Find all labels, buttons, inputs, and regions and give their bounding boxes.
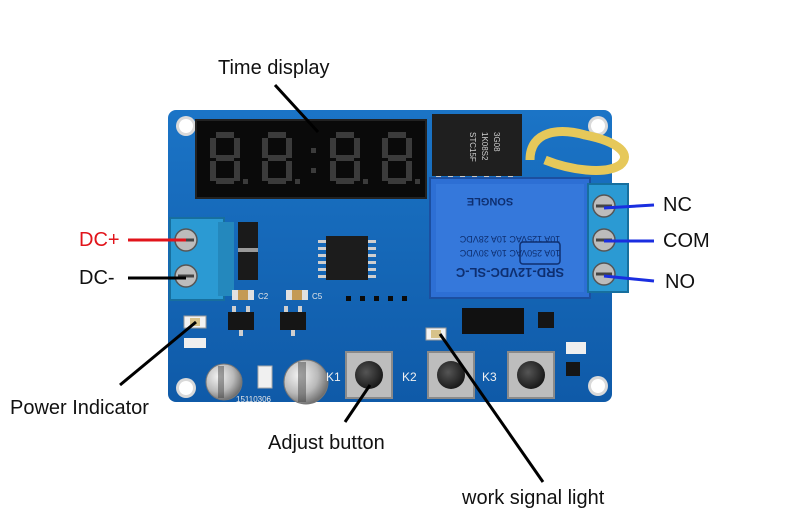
smd-diode (566, 362, 580, 376)
smd-capacitors (232, 290, 308, 300)
power-terminal-block (169, 217, 234, 301)
power-indicator-label: Power Indicator (10, 397, 149, 419)
digit-segment (286, 161, 292, 181)
digit-segment (354, 161, 360, 181)
digit-segment (210, 161, 216, 181)
digit-segment (382, 161, 388, 181)
diode-band (238, 248, 258, 252)
seven-segment-display (195, 119, 427, 199)
display-colon (311, 148, 316, 153)
button-k1[interactable] (345, 351, 393, 399)
smd-resistor-2 (257, 365, 273, 389)
digit-segment (388, 178, 406, 184)
transistors (228, 312, 306, 330)
transistor-driver (462, 308, 524, 334)
display-digits (210, 132, 420, 184)
relay-rating-2: 10A 125VAC 10A 28VDC (459, 234, 560, 244)
digit-segment (216, 155, 234, 161)
digit-segment (268, 178, 286, 184)
display-digit (262, 132, 300, 184)
serial-number: 15110306 (236, 395, 272, 404)
digit-segment (388, 155, 406, 161)
no-label: NO (665, 271, 695, 293)
no-leader (603, 274, 655, 283)
relay: SRD-12VDC-SL-C 10A 250VAC 10A 30VDC 10A … (429, 177, 591, 299)
work-signal-leader (438, 333, 545, 483)
display-colon (311, 168, 316, 173)
digit-dot (363, 179, 368, 184)
c2-label: C2 (258, 292, 269, 301)
digit-dot (295, 179, 300, 184)
chip-marking-2: 1K08S2 (480, 132, 489, 161)
smd-transistor (538, 312, 554, 328)
dc-minus-label: DC- (79, 267, 115, 289)
work-signal-light-label: work signal light (462, 487, 605, 509)
digit-segment (216, 178, 234, 184)
button-k2[interactable] (427, 351, 475, 399)
dc-plus-label: DC+ (79, 229, 120, 251)
digit-segment (286, 138, 292, 158)
power-indicator-leader (119, 320, 197, 387)
c5-label: C5 (312, 292, 323, 301)
digit-segment (382, 138, 388, 158)
digit-segment (336, 132, 354, 138)
relay-rating-1: 10A 250VAC 10A 30VDC (459, 248, 560, 258)
nc-leader (603, 203, 655, 210)
relay-brand: SONGLE (467, 195, 513, 207)
digit-dot (415, 179, 420, 184)
digit-segment (268, 132, 286, 138)
display-digit (382, 132, 420, 184)
electrolytic-capacitors (205, 359, 329, 405)
digit-segment (354, 138, 360, 158)
time-display-label: Time display (218, 57, 330, 79)
digit-segment (268, 155, 286, 161)
k2-label: K2 (402, 370, 417, 384)
display-digit (210, 132, 248, 184)
mounting-holes (176, 116, 608, 398)
digit-segment (262, 161, 268, 181)
relay-logo-mark (519, 241, 561, 265)
adjust-button-leader (343, 384, 372, 423)
digit-segment (406, 138, 412, 158)
relay-model: SRD-12VDC-SL-C (455, 265, 564, 280)
digit-segment (210, 138, 216, 158)
k1-label: K1 (326, 370, 341, 384)
microcontroller (318, 236, 376, 280)
digit-segment (388, 132, 406, 138)
digit-segment (330, 138, 336, 158)
digit-segment (336, 155, 354, 161)
adjust-button-label: Adjust button (268, 432, 385, 454)
digit-segment (330, 161, 336, 181)
yellow-wire (525, 127, 629, 175)
digit-dot (243, 179, 248, 184)
digit-segment (262, 138, 268, 158)
chip-marking-1: STC15F (468, 132, 477, 162)
power-led-resistor (184, 338, 206, 348)
button-k3[interactable] (507, 351, 555, 399)
digit-segment (336, 178, 354, 184)
digit-segment (234, 138, 240, 158)
header-pads (346, 296, 407, 301)
digit-segment (406, 161, 412, 181)
digit-segment (234, 161, 240, 181)
smd-resistor (566, 342, 586, 354)
digit-segment (216, 132, 234, 138)
time-display-leader (273, 83, 320, 134)
eeprom-chip (432, 114, 522, 176)
display-digit (330, 132, 368, 184)
relay-terminal-block (587, 183, 629, 293)
nc-label: NC (663, 194, 692, 216)
com-label: COM (663, 230, 710, 252)
chip-marking-3: 3G08 (492, 132, 501, 152)
k3-label: K3 (482, 370, 497, 384)
